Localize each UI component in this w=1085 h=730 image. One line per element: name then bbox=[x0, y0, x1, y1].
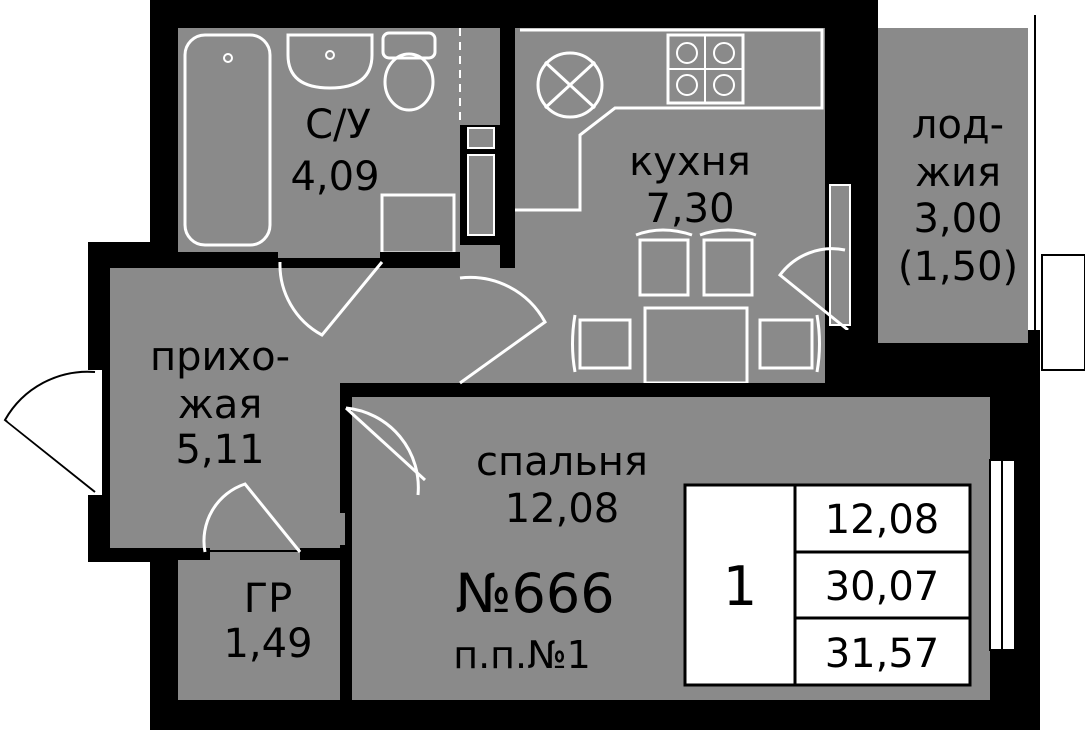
burner-4 bbox=[713, 74, 735, 96]
door-bedroom bbox=[345, 406, 420, 496]
wall-kitchen-loggia bbox=[825, 28, 878, 178]
kitchen-label: кухня bbox=[629, 139, 751, 185]
fridge-handle bbox=[467, 127, 495, 149]
wall-bath-hall bbox=[178, 252, 278, 268]
info-living-area: 12,08 bbox=[825, 497, 940, 543]
door-entrance bbox=[3, 370, 96, 493]
wall-kitchen-loggia-low bbox=[825, 330, 878, 390]
info-rooms-count: 1 bbox=[723, 555, 757, 618]
info-box: 1 12,08 30,07 31,57 bbox=[683, 483, 972, 687]
door-bedroom-leaf bbox=[344, 406, 427, 482]
toilet-tank bbox=[381, 31, 437, 60]
bathroom-label: С/У bbox=[305, 102, 371, 148]
hallway-label-line1: прихо- bbox=[150, 334, 290, 380]
loggia-window-frame bbox=[1041, 254, 1085, 371]
door-bathroom bbox=[278, 261, 384, 337]
bedroom-label: спальня bbox=[476, 439, 648, 485]
wall-hall-bedroom bbox=[340, 383, 352, 513]
kitchen-area: 7,30 bbox=[645, 186, 734, 232]
wall-hall-wardrobe-2 bbox=[300, 548, 345, 560]
hallway-label-line2: жая bbox=[178, 382, 263, 428]
loggia-label-line1: лод- bbox=[912, 102, 1004, 148]
kitchen-balcony-door bbox=[829, 184, 851, 326]
wall-hall-bedroom-low bbox=[340, 545, 352, 705]
bedroom-area: 12,08 bbox=[505, 486, 620, 532]
burner-2 bbox=[713, 42, 735, 64]
wardrobe-area: 1,49 bbox=[223, 621, 312, 667]
chair-3 bbox=[571, 314, 632, 373]
loggia-area: 3,00 bbox=[913, 196, 1002, 242]
wall-hall-wardrobe bbox=[110, 548, 210, 560]
fridge-inner bbox=[467, 154, 495, 236]
door-entrance-inner bbox=[7, 376, 93, 488]
apartment-floor-note: п.п.№1 bbox=[453, 633, 591, 677]
wardrobe-label: ГР bbox=[244, 576, 293, 622]
wall-bath-kitchen bbox=[500, 28, 515, 268]
info-total-area: 30,07 bbox=[825, 564, 940, 610]
sink-drain bbox=[325, 50, 335, 60]
burner-3 bbox=[676, 74, 698, 96]
bathroom-sink bbox=[286, 33, 374, 90]
wardrobe-floor bbox=[178, 552, 343, 700]
door-wardrobe bbox=[202, 482, 302, 553]
sink-cross-b bbox=[543, 60, 597, 110]
info-box-frame bbox=[683, 483, 972, 687]
bathroom-area: 4,09 bbox=[290, 154, 379, 200]
chair-4 bbox=[758, 314, 821, 373]
loggia-area-reduced: (1,50) bbox=[898, 244, 1018, 290]
bathtub-drain bbox=[223, 53, 233, 63]
door-kitchen bbox=[459, 275, 547, 385]
burner-1 bbox=[676, 42, 698, 64]
chair-2 bbox=[699, 228, 757, 297]
hallway-area: 5,11 bbox=[175, 427, 264, 473]
entrance-gap bbox=[86, 370, 102, 495]
wall-bath-hall-2 bbox=[380, 252, 460, 268]
loggia-label-line2: жия bbox=[915, 150, 1001, 196]
chair-1 bbox=[635, 228, 693, 297]
kitchen-sink bbox=[536, 51, 604, 119]
kitchen-counter bbox=[515, 28, 824, 212]
loggia-floor bbox=[878, 28, 1028, 343]
wall-kitchen-bedroom bbox=[340, 383, 830, 397]
info-total-with-loggia: 31,57 bbox=[825, 631, 940, 677]
balcony-door-swing bbox=[777, 247, 849, 332]
bathtub bbox=[183, 33, 272, 247]
apartment-number: №666 bbox=[455, 562, 614, 625]
toilet-bowl bbox=[383, 52, 435, 112]
